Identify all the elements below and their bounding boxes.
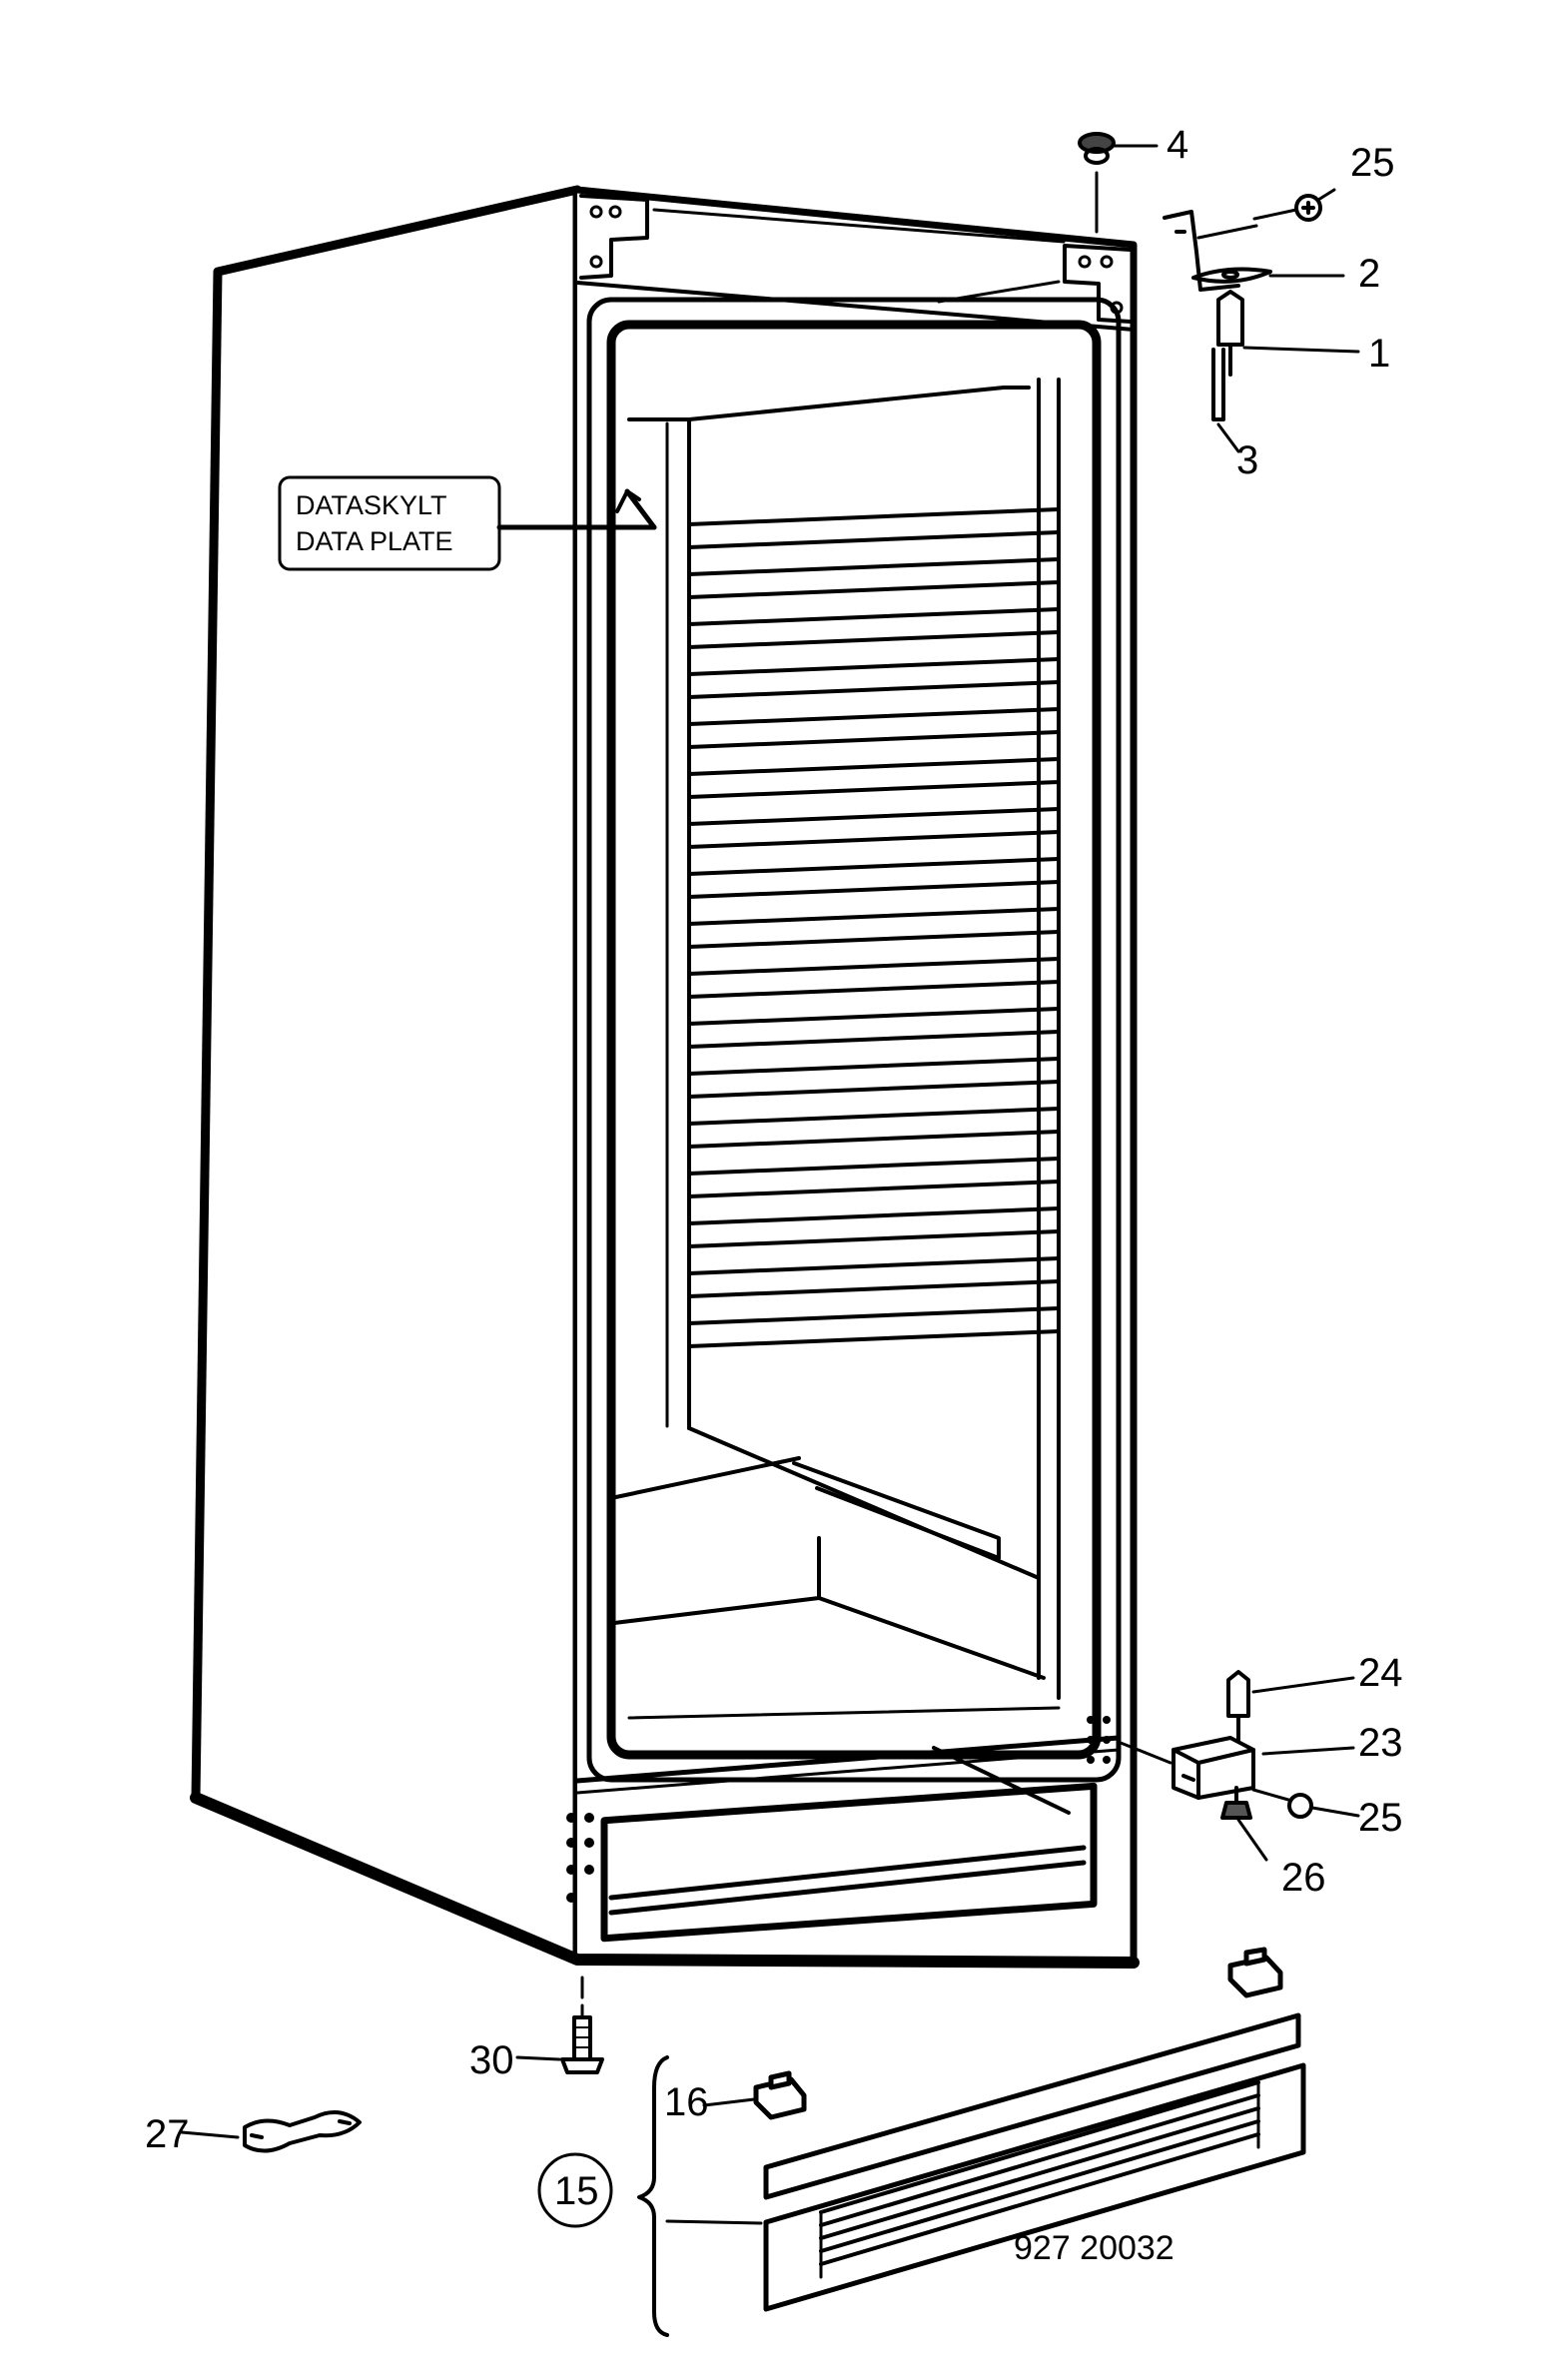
callout-25-bottom: 25 [1358,1796,1403,1840]
callout-30: 30 [469,2038,514,2082]
door-opening [586,297,1122,1783]
spanner-wrench [180,2110,362,2153]
drawing-number: 927 20032 [1014,2229,1174,2267]
shelf-rails [687,507,1061,1348]
callout-24: 24 [1358,1651,1403,1695]
side-holes [566,1716,1111,1903]
cabinet-body [190,185,1140,1969]
adjustable-foot [515,1976,604,2074]
callout-26: 26 [1281,1856,1326,1900]
bottom-hinge-assembly [1119,1670,1360,1862]
callout-1: 1 [1368,332,1390,376]
data-plate-line1: DATASKYLT [296,490,447,520]
callout-15: 15 [554,2169,599,2213]
bracket-holes [589,205,1124,315]
data-plate-label: DATASKYLT DATA PLATE [278,475,657,571]
callout-3: 3 [1236,438,1258,482]
inner-liner [609,378,1061,1720]
callout-2: 2 [1358,252,1380,296]
callout-4: 4 [1167,123,1188,167]
callout-23: 23 [1358,1721,1403,1765]
grille-assembly [537,1947,1306,2337]
callout-16: 16 [664,2080,709,2124]
bottom-compartment [574,1735,1122,1943]
top-hinge-assembly [1078,132,1360,453]
callout-25-top: 25 [1350,141,1395,185]
callout-27: 27 [145,2112,190,2156]
callout-labels: 4 25 2 1 3 24 23 25 26 30 27 16 15 927 2… [145,123,1403,2267]
data-plate-line2: DATA PLATE [296,526,453,556]
